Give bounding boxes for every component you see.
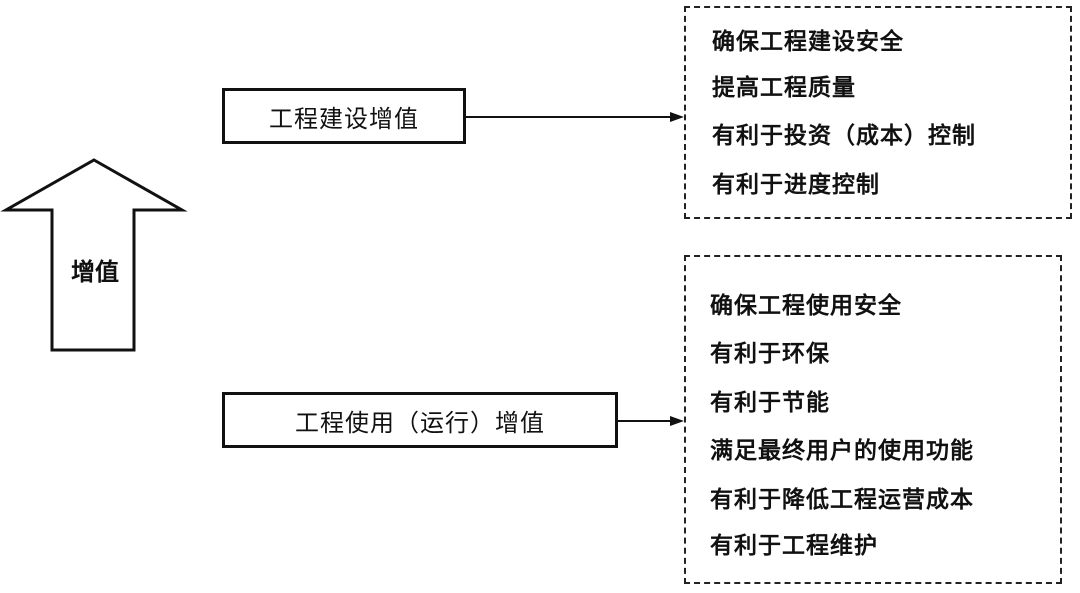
operation-benefit-item: 有利于工程维护 bbox=[710, 533, 878, 559]
arrowhead-operation bbox=[670, 416, 684, 426]
operation-benefits-box: 确保工程使用安全 有利于环保 有利于节能 满足最终用户的使用功能 有利于降低工程… bbox=[684, 255, 1062, 584]
construction-value-label: 工程建设增值 bbox=[269, 104, 419, 133]
operation-value-box: 工程使用（运行）增值 bbox=[222, 392, 618, 448]
up-arrow-icon bbox=[0, 158, 188, 352]
construction-value-box: 工程建设增值 bbox=[222, 88, 466, 144]
construction-benefit-item: 提高工程质量 bbox=[712, 75, 856, 101]
operation-benefit-item: 有利于环保 bbox=[710, 341, 830, 367]
operation-benefit-item: 满足最终用户的使用功能 bbox=[710, 438, 974, 464]
operation-benefit-item: 有利于节能 bbox=[710, 390, 830, 416]
construction-benefits-box: 确保工程建设安全 提高工程质量 有利于投资（成本）控制 有利于进度控制 bbox=[684, 6, 1072, 219]
operation-benefit-item: 确保工程使用安全 bbox=[710, 293, 902, 319]
value-added-label: 增值 bbox=[71, 258, 119, 286]
arrowhead-construction bbox=[670, 112, 684, 122]
construction-benefit-item: 确保工程建设安全 bbox=[712, 29, 904, 55]
operation-value-label: 工程使用（运行）增值 bbox=[295, 408, 545, 437]
operation-benefit-item: 有利于降低工程运营成本 bbox=[710, 487, 974, 513]
construction-benefit-item: 有利于进度控制 bbox=[712, 172, 880, 198]
construction-benefit-item: 有利于投资（成本）控制 bbox=[712, 123, 976, 149]
